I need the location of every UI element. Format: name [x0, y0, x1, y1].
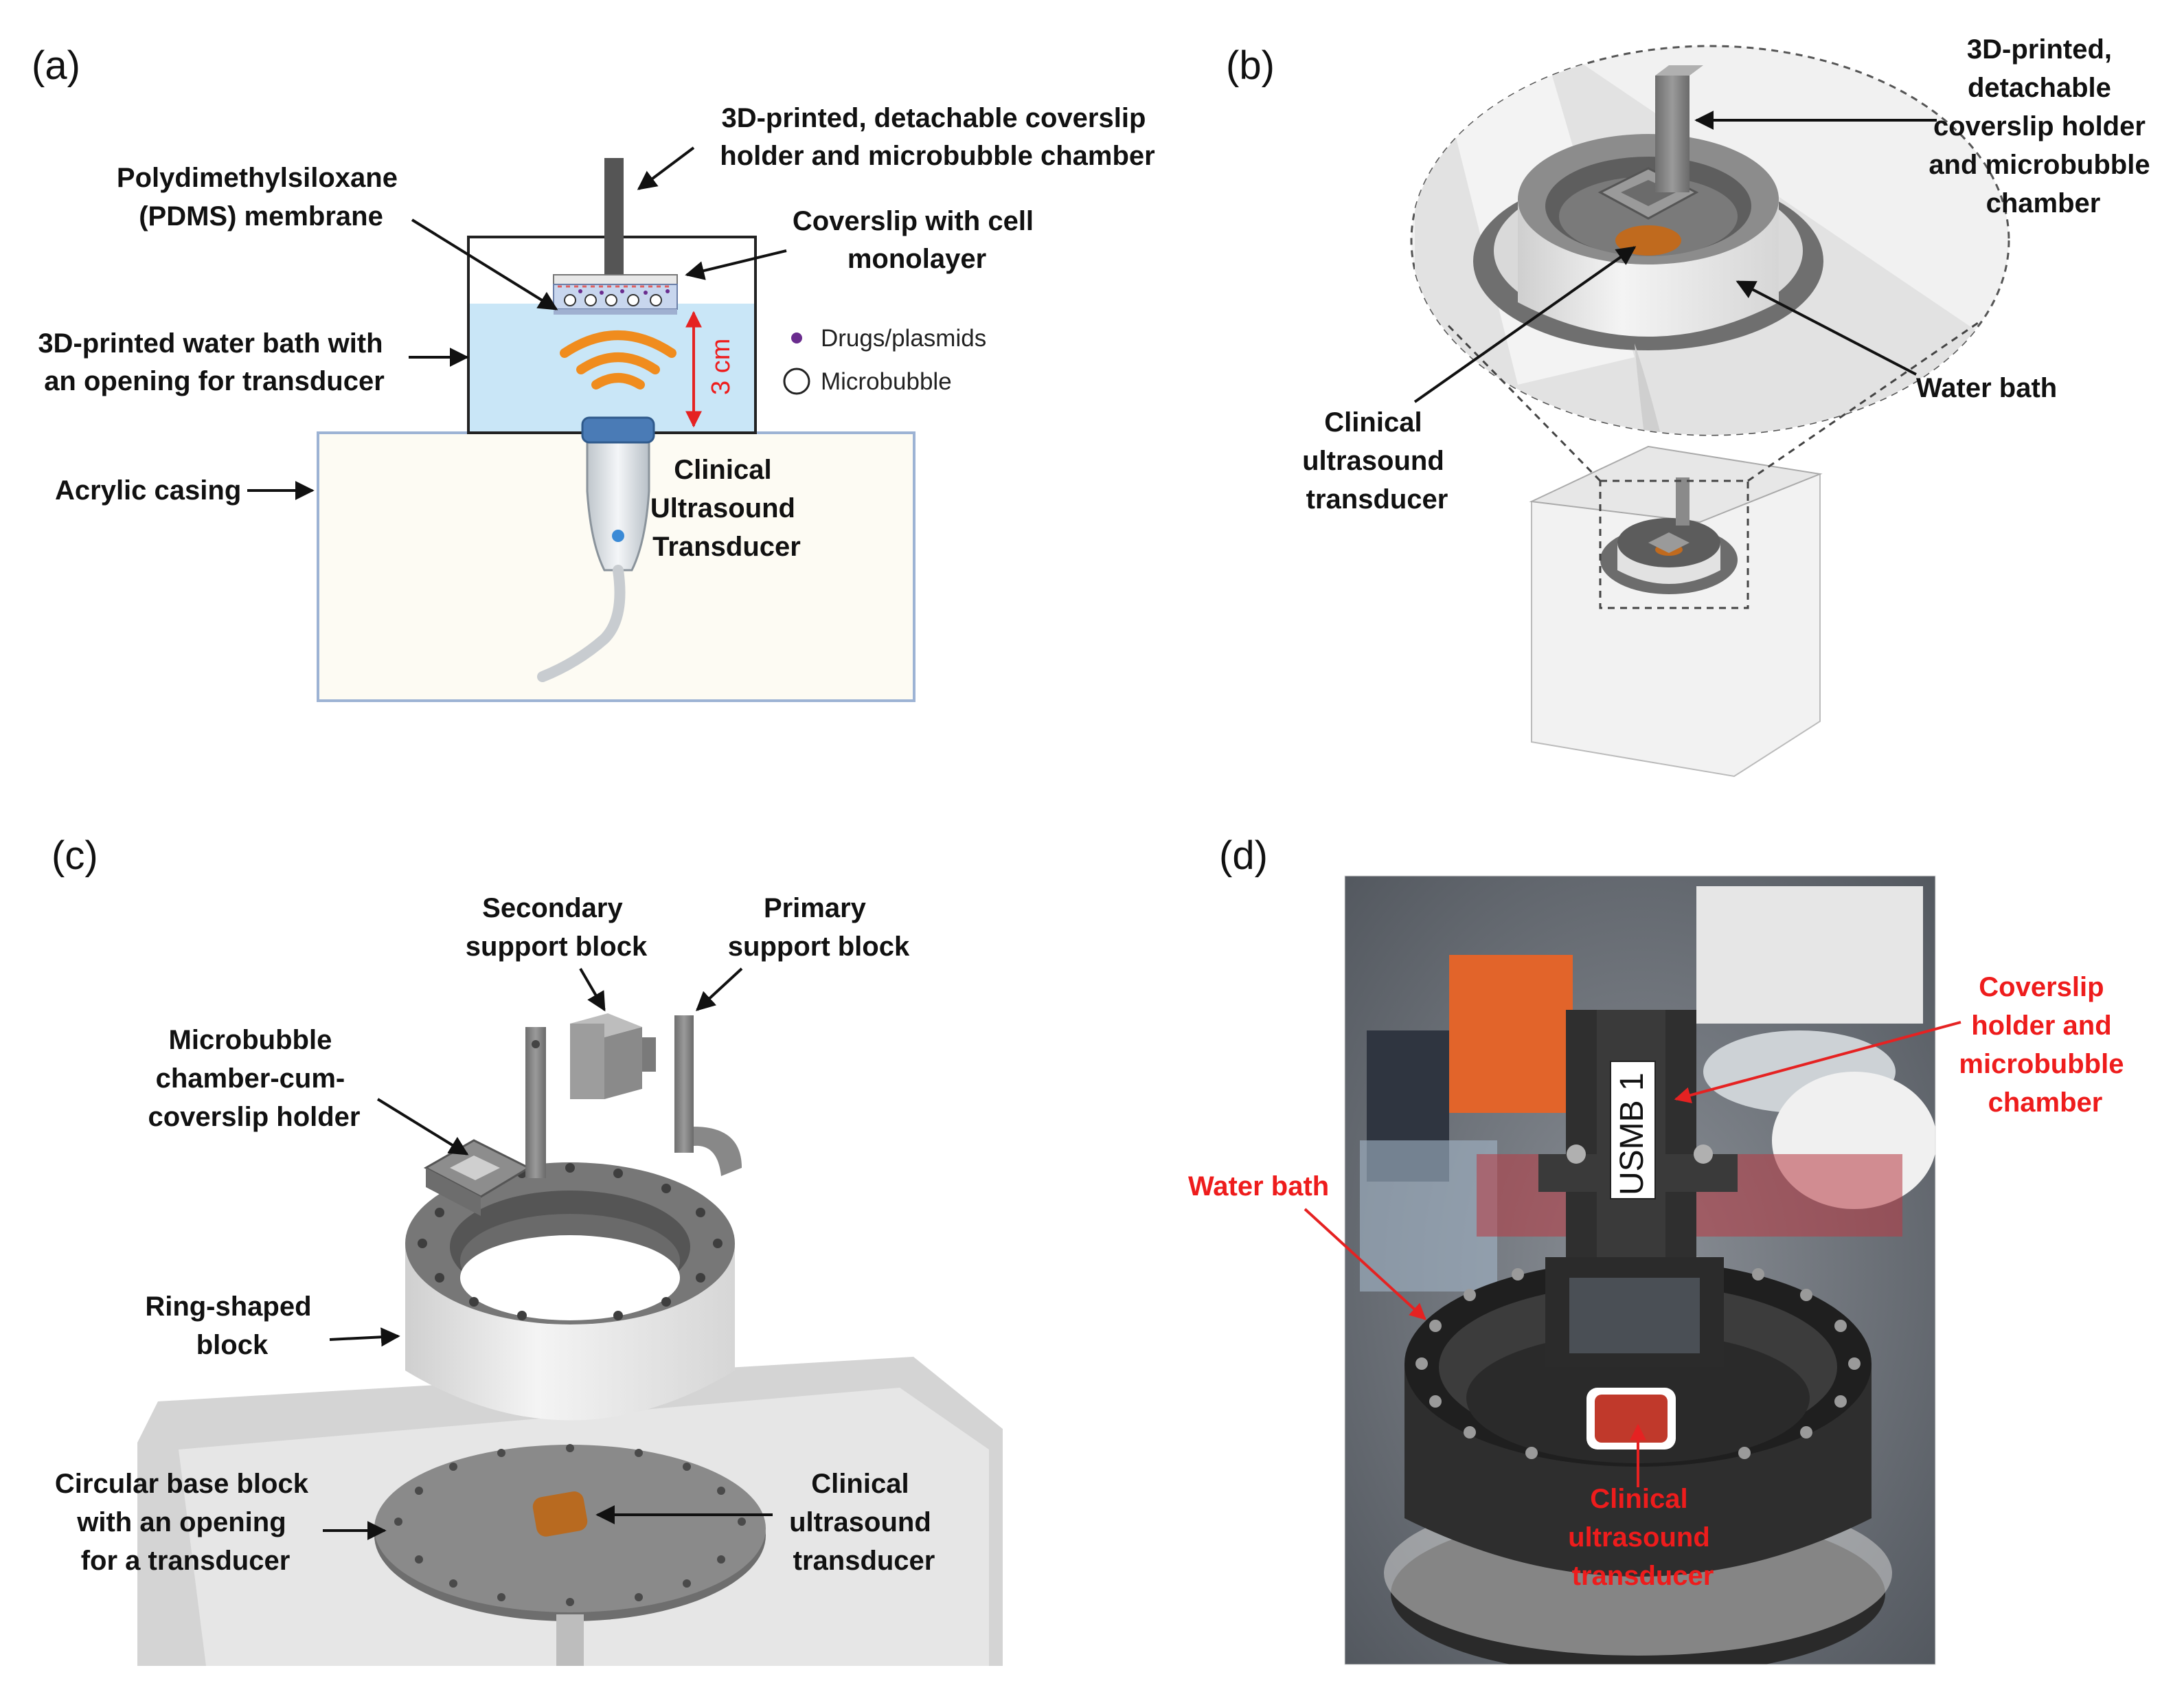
distance-label: 3 cm — [707, 339, 736, 395]
full-render — [1529, 445, 1823, 778]
transducer-label-a: Clinical Ultrasound Transducer — [650, 455, 803, 562]
secondary-support-block — [570, 1013, 656, 1099]
chamber-contents — [558, 285, 673, 306]
secondary-label: Secondary support block — [466, 893, 648, 962]
pdms-membrane — [554, 309, 677, 315]
water-bath-label-b: Water bath — [1916, 373, 2057, 403]
transducer-label-b: Clinical ultrasound transducer — [1302, 407, 1452, 515]
panel-a-label: (a) — [32, 43, 80, 88]
holder-label-b: 3D-printed, detachable coverslip holder … — [1929, 34, 2157, 218]
photo: USMB 1 — [1345, 876, 1935, 1665]
primary-support-block — [674, 1015, 742, 1176]
pdms-label: Polydimethylsiloxane (PDMS) membrane — [117, 163, 405, 232]
ring-label: Ring-shaped block — [145, 1292, 319, 1360]
base-label: Circular base block with an opening for … — [55, 1469, 316, 1576]
panel-d: (d) — [1188, 833, 2131, 1665]
microbubble-marker — [783, 368, 810, 395]
holder-stem — [604, 158, 624, 282]
chamber-label: Microbubble chamber-cum- coverslip holde… — [148, 1025, 361, 1132]
zoom-box — [1599, 480, 1749, 609]
legend-drugs: Drugs/plasmids — [821, 325, 986, 352]
transducer-label-d: Clinical ultrasound transducer — [1568, 1484, 1718, 1591]
water-bath-label-d: Water bath — [1188, 1171, 1329, 1202]
coverslip-label: Coverslip with cell monolayer — [793, 206, 1041, 274]
panel-d-label: (d) — [1219, 833, 1268, 878]
drug-marker — [791, 332, 802, 343]
ultrasound-wave-icon — [560, 330, 676, 390]
chamber-holder-part — [423, 1027, 546, 1216]
usmb-tag: USMB 1 — [1614, 1072, 1650, 1195]
panel-b-label: (b) — [1226, 43, 1275, 88]
acrylic-casing-label: Acrylic casing — [55, 475, 241, 506]
panel-a: (a) 3 cm — [32, 43, 1155, 702]
holder-label-a: 3D-printed, detachable coverslip holder … — [720, 103, 1154, 171]
holder-label-d: Coverslip holder and microbubble chamber — [1959, 972, 2131, 1118]
water-bath-label-a: 3D-printed water bath with an opening fo… — [38, 328, 390, 396]
ring-shaped-block — [405, 1162, 735, 1421]
circular-base-block — [374, 1444, 766, 1666]
legend-microbubble: Microbubble — [821, 368, 952, 395]
ultrasound-probe-icon — [537, 416, 655, 682]
panel-c: (c) — [52, 833, 1003, 1666]
coverslip — [553, 274, 678, 285]
transducer-label-c: Clinical ultrasound transducer — [789, 1469, 939, 1576]
panel-c-label: (c) — [52, 833, 98, 878]
water — [470, 304, 754, 431]
panel-b: (b) — [1226, 34, 2157, 778]
primary-label: Primary support block — [728, 893, 910, 962]
